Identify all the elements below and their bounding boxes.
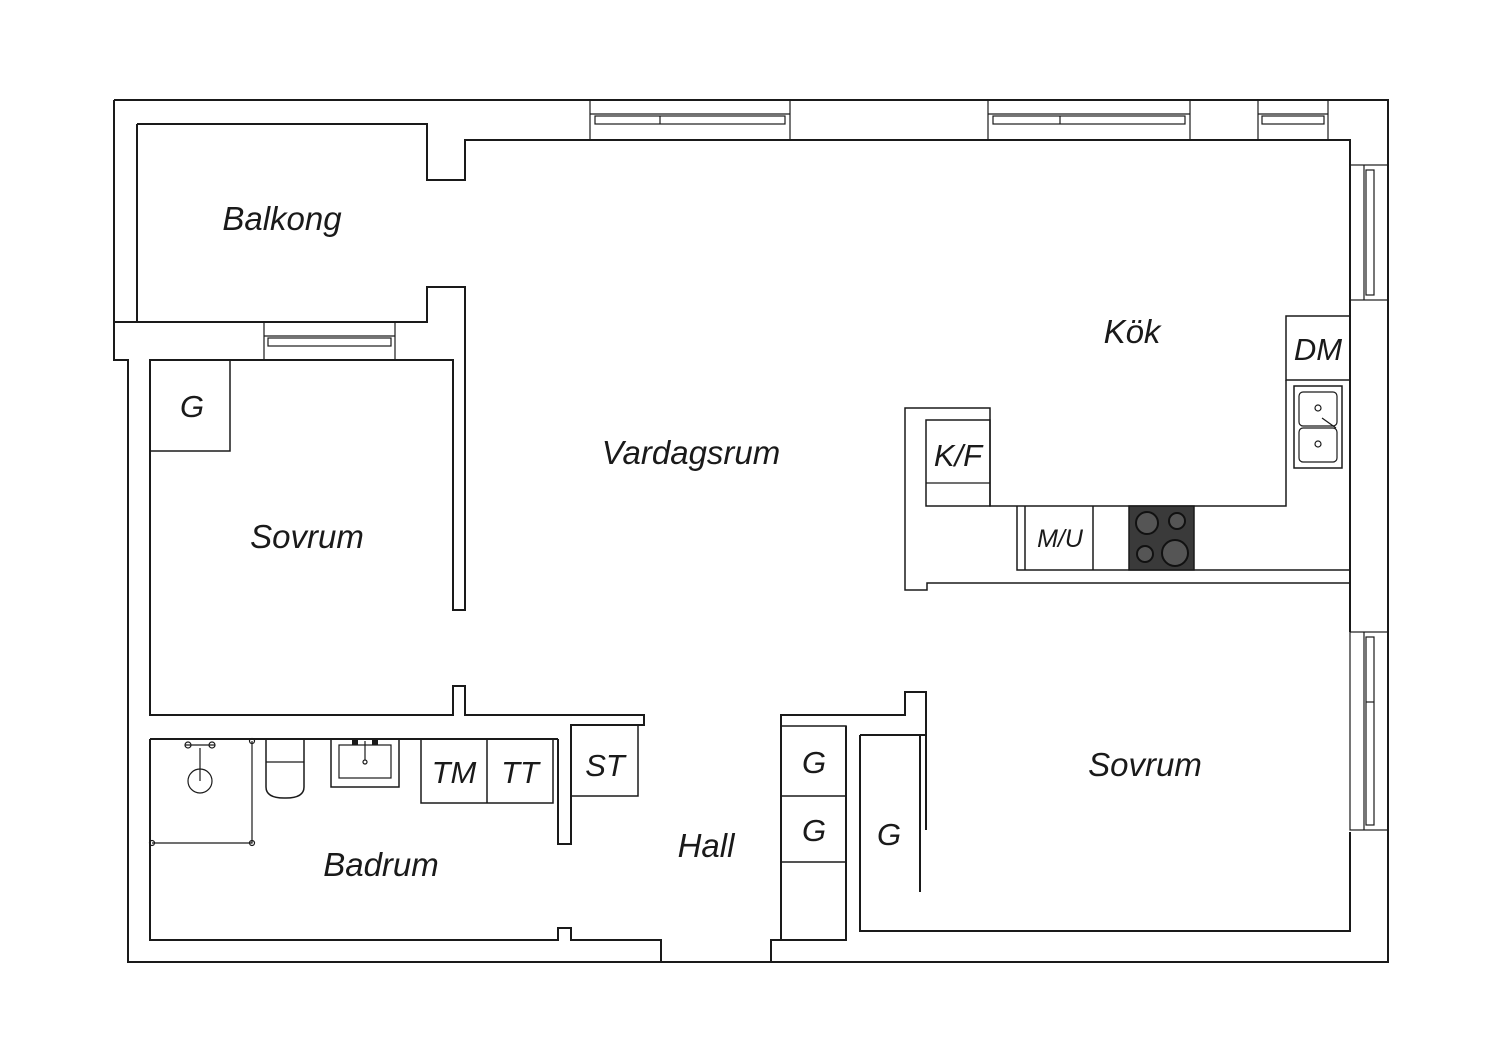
- room-label-kok: Kök: [1104, 313, 1162, 350]
- kitchen: [904, 315, 1351, 591]
- fixture-label-g-hall-bottom: G: [802, 813, 826, 848]
- room-label-sovrum-right: Sovrum: [1088, 746, 1202, 783]
- room-label-hall: Hall: [678, 827, 737, 864]
- bathroom: [148, 737, 662, 962]
- fixture-label-g-bedroom-right: G: [877, 817, 901, 852]
- storage-closet: [570, 724, 639, 797]
- room-label-sovrum-left: Sovrum: [250, 518, 364, 555]
- windows: [263, 99, 1389, 831]
- room-label-badrum: Badrum: [323, 846, 439, 883]
- balcony-walls: [114, 286, 645, 845]
- fixture-label-tm: TM: [432, 755, 477, 790]
- hall-closets: [770, 691, 927, 962]
- outer-walls: [113, 99, 1389, 963]
- bedroom-right: [859, 585, 1351, 932]
- fixture-label-g-bedroom-left: G: [180, 389, 204, 424]
- fixture-label-tt: TT: [501, 755, 541, 790]
- fixture-label-g-hall-top: G: [802, 745, 826, 780]
- room-label-balkong: Balkong: [222, 200, 342, 237]
- fixture-label-dm: DM: [1294, 332, 1342, 367]
- room-label-vardagsrum: Vardagsrum: [602, 434, 781, 471]
- fixture-label-mu: M/U: [1037, 525, 1084, 553]
- fixture-label-kf: K/F: [934, 438, 984, 473]
- closet-left-bedroom: [149, 359, 231, 452]
- fixture-label-st: ST: [585, 748, 627, 783]
